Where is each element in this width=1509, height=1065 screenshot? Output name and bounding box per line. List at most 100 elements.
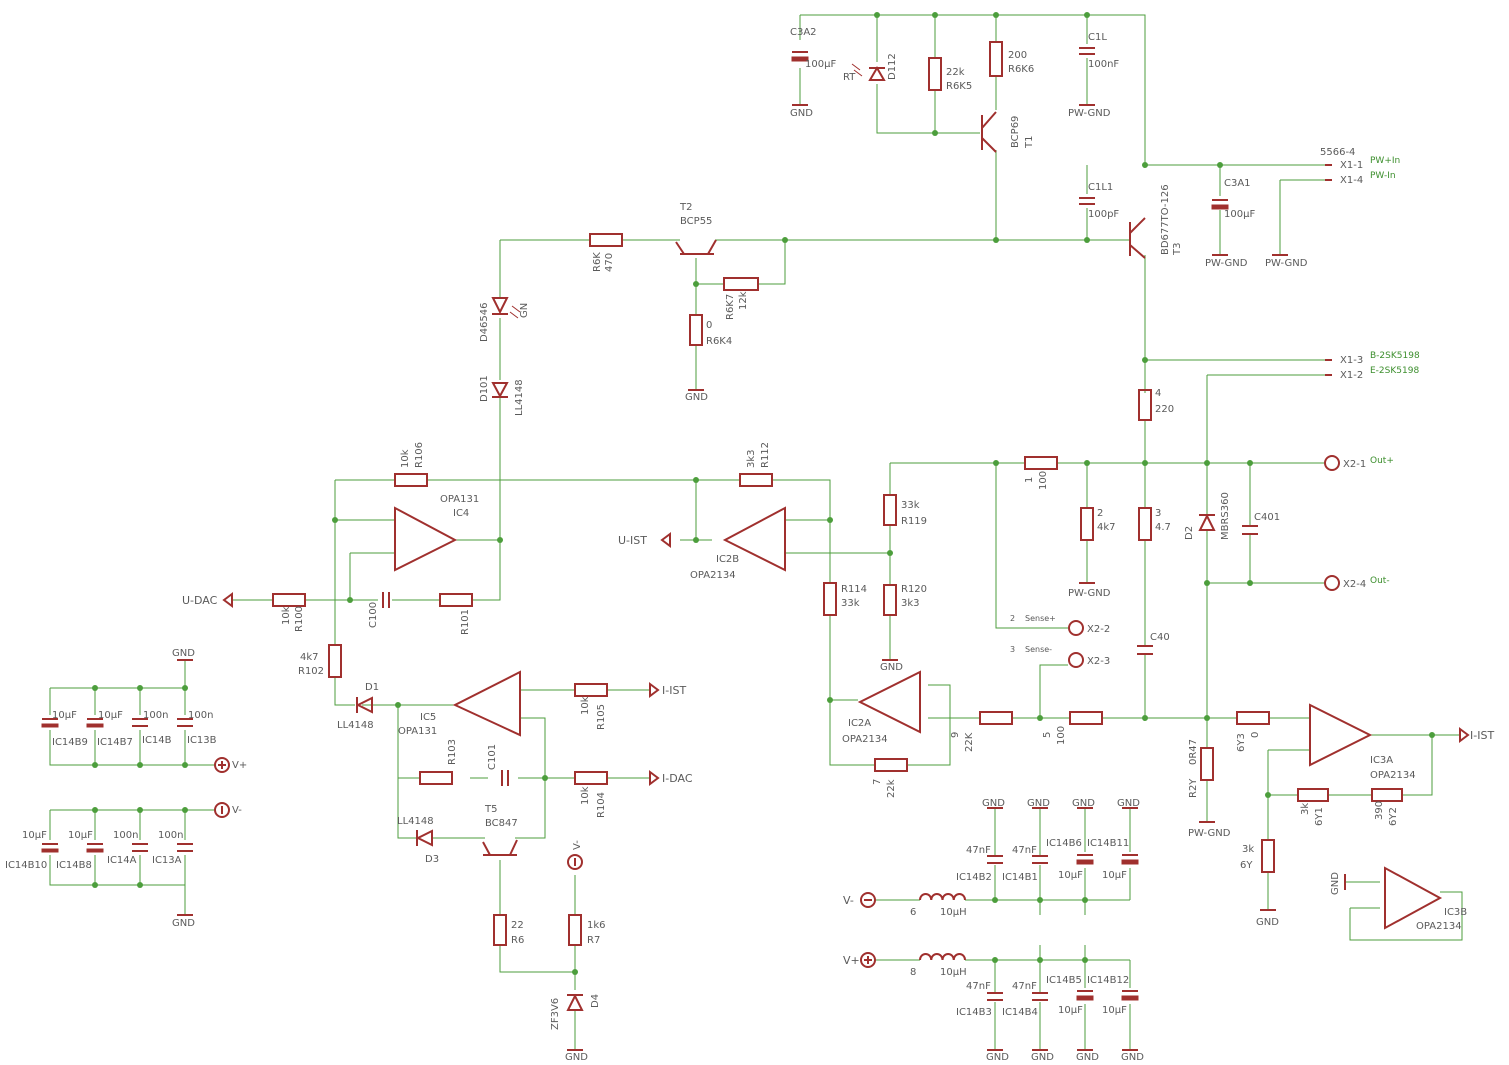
label-t5: T5	[484, 804, 497, 815]
label-c3a1: C3A1	[1224, 178, 1251, 189]
label-d2: D2	[1184, 526, 1195, 540]
label-r2y-value: 0R47	[1188, 739, 1199, 765]
label-ll4148-d101: LL4148	[514, 379, 525, 416]
label-vplus-filter: V+	[843, 954, 860, 967]
label-x1-4: X1-4	[1340, 175, 1363, 186]
label-l8: 8	[910, 967, 916, 978]
label-r6k-value: 470	[604, 253, 615, 272]
label-r119: R119	[901, 516, 927, 527]
label-pwgnd-c1l: PW-GND	[1068, 108, 1111, 119]
label-ll4148-d1: LL4148	[337, 720, 374, 731]
label-d46546: D46546	[479, 302, 490, 342]
label-mbrs360: MBRS360	[1220, 492, 1231, 540]
label-out-minus: Out-	[1370, 576, 1390, 586]
label-ic14b2: IC14B2	[956, 872, 992, 883]
label-gnd-c3a2: GND	[790, 108, 813, 119]
label-c-ic14b5-value: 10µF	[1058, 1005, 1083, 1016]
label-r6k6: R6K6	[1008, 64, 1034, 75]
label-r6: R6	[511, 935, 524, 946]
label-ic14b: IC14B	[142, 735, 172, 746]
label-u-ist: U-IST	[618, 534, 647, 547]
label-x1-2: X1-2	[1340, 370, 1363, 381]
label-ic14b10: IC14B10	[5, 860, 47, 871]
label-r7b-value: 22k	[886, 779, 897, 798]
label-pwgnd-r2y: PW-GND	[1188, 828, 1231, 839]
label-gnd-dec-top: GND	[172, 648, 195, 659]
label-gnd-ic3b: GND	[1330, 872, 1341, 895]
label-ic13a: IC13A	[152, 855, 182, 866]
terminal-glyphs	[218, 761, 872, 964]
label-gnd-f1: GND	[982, 798, 1005, 809]
label-r114-value: 33k	[841, 598, 860, 609]
label-d3: D3	[425, 854, 439, 865]
label-pw-in-minus: PW-In	[1370, 171, 1396, 181]
label-r6k5: R6K5	[946, 81, 972, 92]
label-r6-value: 22	[511, 920, 524, 931]
label-c-ic14b6-value: 10µF	[1058, 870, 1083, 881]
label-vminus-filter: V-	[843, 894, 854, 907]
label-ic14b9: IC14B9	[52, 737, 88, 748]
label-c-ic14b11-value: 10µF	[1102, 870, 1127, 881]
label-r114: R114	[841, 584, 867, 595]
label-c1l1: C1L1	[1088, 182, 1113, 193]
label-r5: 5	[1042, 732, 1053, 738]
label-c-ic14b-value: 100n	[143, 710, 168, 721]
label-ic3b: IC3B	[1444, 907, 1467, 918]
label-ic14b8: IC14B8	[56, 860, 92, 871]
label-c-ic14b9-value: 10µF	[52, 710, 77, 721]
label-r119-value: 33k	[901, 500, 920, 511]
label-ic2b: IC2B	[716, 554, 739, 565]
label-r104: R104	[596, 792, 607, 818]
label-rt: RT	[843, 72, 856, 83]
label-ic14a: IC14A	[107, 855, 137, 866]
label-gn: GN	[519, 303, 530, 318]
label-c40: C40	[1150, 632, 1170, 643]
label-r104-value: 10k	[580, 786, 591, 805]
label-r6y1: 6Y1	[1314, 807, 1325, 826]
label-ic5: IC5	[420, 712, 436, 723]
label-gnd-f2: GND	[1027, 798, 1050, 809]
label-ic14b7: IC14B7	[97, 737, 133, 748]
label-ic14b3: IC14B3	[956, 1007, 992, 1018]
label-x2-2: X2-2	[1087, 624, 1110, 635]
label-ic14b6: IC14B6	[1046, 838, 1082, 849]
label-c1l1-value: 100pF	[1088, 209, 1119, 220]
label-bcp55: BCP55	[680, 216, 712, 227]
label-gnd-r120: GND	[880, 662, 903, 673]
label-r102: R102	[298, 666, 324, 677]
label-l6: 6	[910, 907, 916, 918]
label-vplus-dec: V+	[232, 760, 247, 771]
label-bd677: BD677TO-126	[1160, 184, 1171, 255]
label-i-dac: I-DAC	[662, 772, 693, 785]
label-c-ic13b-value: 100n	[188, 710, 213, 721]
label-r100: R100	[294, 606, 305, 632]
label-r6k4: R6K4	[706, 336, 732, 347]
label-r3-value: 4.7	[1155, 522, 1171, 533]
label-d4: D4	[590, 994, 601, 1008]
label-opa2134-ic2a: OPA2134	[842, 734, 888, 745]
label-i-ist: I-IST	[662, 684, 686, 697]
label-t1: T1	[1024, 136, 1035, 149]
label-opa2134-ic2b: OPA2134	[690, 570, 736, 581]
label-i-ist-out: I-IST	[1470, 729, 1494, 742]
label-gnd-f4: GND	[1117, 798, 1140, 809]
label-c-ic13a-value: 100n	[158, 830, 183, 841]
label-t3: T3	[1172, 243, 1183, 256]
label-pwgnd-pwin: PW-GND	[1265, 258, 1308, 269]
label-gnd-dec-bottom: GND	[172, 918, 195, 929]
label-r6y2: 6Y2	[1388, 807, 1399, 826]
label-c-ic14b12-value: 10µF	[1102, 1005, 1127, 1016]
label-sense-minus: Sense-	[1025, 645, 1052, 654]
label-c-ic14a-value: 100n	[113, 830, 138, 841]
label-vminus-t5: V-	[572, 840, 583, 850]
label-c3a2-value: 100µF	[805, 59, 836, 70]
label-r2-value: 4k7	[1097, 522, 1116, 533]
label-r105: R105	[596, 704, 607, 730]
label-ll4148-d3: LL4148	[397, 816, 434, 827]
label-gnd-r6k4: GND	[685, 392, 708, 403]
label-ic3a: IC3A	[1370, 755, 1393, 766]
label-x1-1: X1-1	[1340, 160, 1363, 171]
label-r106-value: 10k	[400, 449, 411, 468]
label-r6k: R6K	[592, 252, 603, 272]
label-c101: C101	[487, 744, 498, 770]
